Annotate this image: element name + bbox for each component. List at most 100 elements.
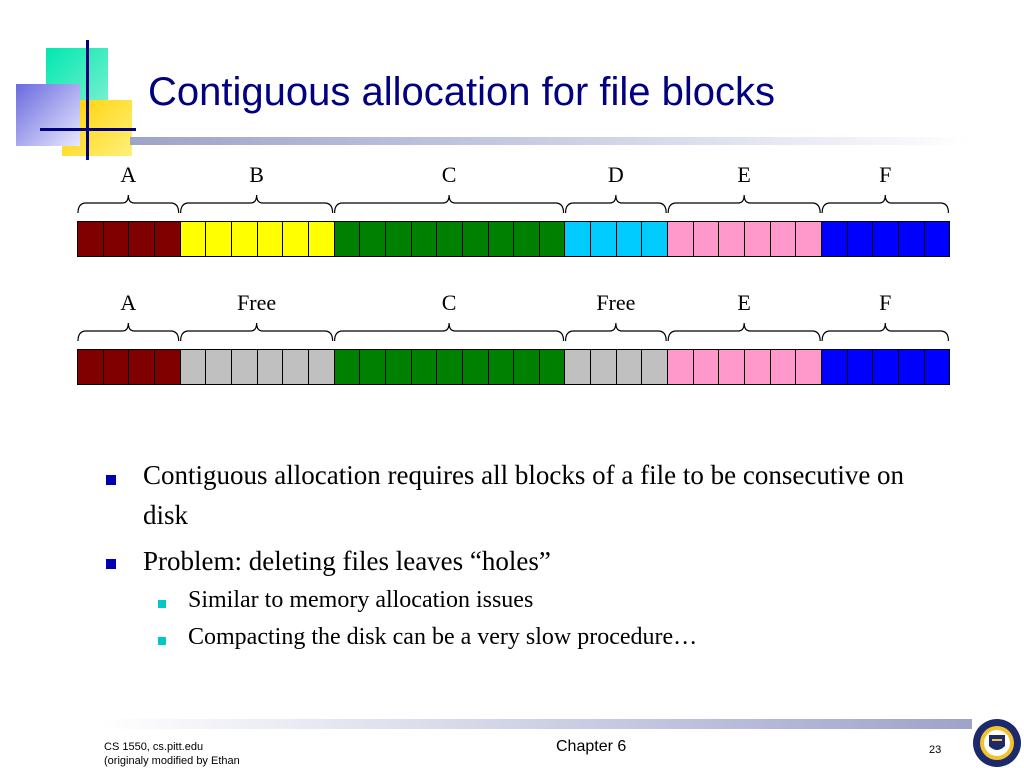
segment-brace <box>180 194 334 214</box>
disk-block <box>822 222 848 256</box>
disk-block <box>78 350 104 384</box>
segment-label: F <box>879 162 892 187</box>
disk-block <box>796 350 823 384</box>
disk-block <box>616 222 643 256</box>
disk-block <box>514 350 540 384</box>
bullet-item: Problem: deleting files leaves “holes” <box>143 546 551 576</box>
disk-block <box>385 222 412 256</box>
sub-bullet-item: Compacting the disk can be a very slow p… <box>188 624 698 650</box>
disk-block <box>206 222 232 256</box>
disk-block <box>103 222 130 256</box>
segment-label: Free <box>596 290 636 315</box>
disk-block <box>360 350 386 384</box>
disk-block <box>154 222 181 256</box>
segment-brace <box>667 194 821 214</box>
disk-block <box>668 350 694 384</box>
disk-block <box>257 222 284 256</box>
disk-block <box>206 350 232 384</box>
segment-brace <box>821 322 950 342</box>
footer-course-line1: CS 1550, cs.pitt.edu <box>104 741 204 753</box>
title-underline <box>130 137 970 145</box>
disk-block <box>411 222 438 256</box>
disk-block <box>719 350 746 384</box>
segment-brace <box>77 322 180 342</box>
segment-brace <box>667 322 821 342</box>
disk-block <box>180 222 207 256</box>
disk-block <box>924 350 951 384</box>
disk-block <box>488 222 515 256</box>
bullet-item: Contiguous allocation requires all block… <box>143 460 905 530</box>
disk-block <box>308 222 335 256</box>
segment-label: E <box>737 290 751 315</box>
segment-braces <box>77 322 950 342</box>
disk-block <box>334 350 361 384</box>
disk-block <box>745 350 771 384</box>
segment-label: A <box>120 290 137 315</box>
disk-block <box>770 222 797 256</box>
segment-braces <box>77 194 950 214</box>
sub-bullet-marker <box>158 600 166 608</box>
footer-course-line2: (originaly modified by Ethan <box>104 755 240 767</box>
disk-block <box>437 222 463 256</box>
segment-brace <box>180 322 334 342</box>
university-seal-icon <box>973 719 1021 767</box>
disk-block <box>462 222 489 256</box>
segment-label: D <box>607 162 624 187</box>
disk-block <box>539 350 566 384</box>
disk-block <box>103 350 130 384</box>
disk-block <box>924 222 951 256</box>
disk-block <box>565 350 592 384</box>
disk-block <box>591 350 617 384</box>
disk-block <box>847 350 874 384</box>
disk-block <box>616 350 643 384</box>
disk-block <box>796 222 823 256</box>
disk-block <box>437 350 463 384</box>
segment-label: B <box>249 162 264 187</box>
segment-label: F <box>879 290 892 315</box>
bullet-marker <box>106 475 116 485</box>
disk-block <box>514 222 540 256</box>
disk-block <box>719 222 746 256</box>
disk-block <box>847 222 874 256</box>
disk-block <box>822 350 848 384</box>
decoration-horizontal-line <box>40 128 136 131</box>
footer-course-info: CS 1550, cs.pitt.edu (originaly modified… <box>104 740 240 768</box>
disk-block <box>770 350 797 384</box>
disk-block <box>899 350 925 384</box>
footer-rule <box>100 719 972 729</box>
disk-block <box>873 350 899 384</box>
segment-brace <box>821 194 950 214</box>
segment-label: C <box>441 290 457 315</box>
segment-label: A <box>120 162 137 187</box>
disk-block <box>668 222 694 256</box>
footer-chapter: Chapter 6 <box>556 738 627 755</box>
disk-block <box>591 222 617 256</box>
disk-block <box>642 350 669 384</box>
disk-block <box>360 222 386 256</box>
disk-block <box>231 350 258 384</box>
slide-title: Contiguous allocation for file blocks <box>148 70 776 114</box>
segment-label: E <box>737 162 751 187</box>
disk-block <box>283 222 309 256</box>
disk-block <box>411 350 438 384</box>
disk-block <box>231 222 258 256</box>
bullet-marker <box>106 559 116 569</box>
disk-block <box>180 350 207 384</box>
disk-block <box>539 222 566 256</box>
disk-block-row <box>77 349 951 385</box>
disk-block <box>642 222 669 256</box>
disk-block <box>257 350 284 384</box>
segment-brace <box>334 322 565 342</box>
disk-block-row <box>77 221 951 257</box>
sub-bullet-item: Similar to memory allocation issues <box>188 587 534 613</box>
disk-block <box>129 222 155 256</box>
disk-block <box>745 222 771 256</box>
disk-block <box>385 350 412 384</box>
decoration-square-blue <box>16 84 80 146</box>
disk-block <box>873 222 899 256</box>
disk-block <box>334 222 361 256</box>
slide-number: 23 <box>929 744 942 756</box>
disk-block <box>488 350 515 384</box>
segment-label: C <box>441 162 457 187</box>
disk-block <box>129 350 155 384</box>
